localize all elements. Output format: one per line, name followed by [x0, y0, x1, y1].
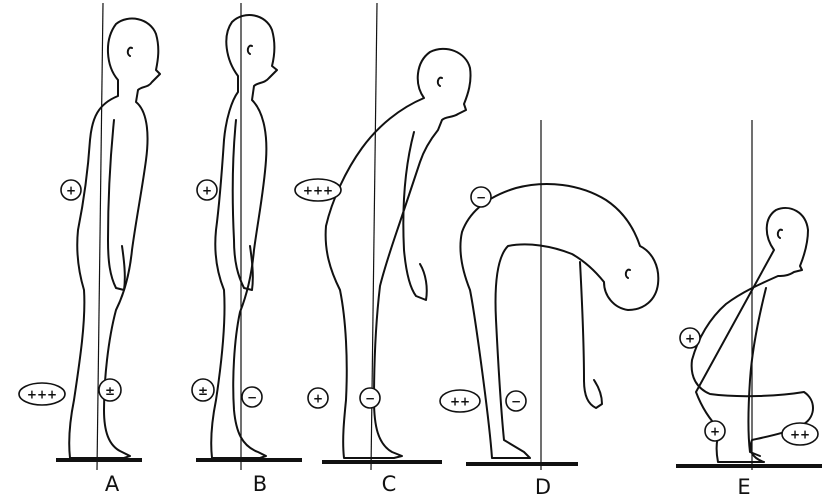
- marker: +++: [295, 179, 341, 201]
- marker-text: ++: [450, 395, 470, 409]
- panel-label-b: B: [253, 472, 267, 496]
- arm-c: [403, 132, 426, 300]
- figure-d: [460, 184, 658, 458]
- marker-text: ++: [790, 428, 810, 442]
- marker-text: ±: [105, 384, 115, 398]
- arm-d: [580, 262, 602, 408]
- marker: ++: [782, 423, 818, 445]
- marker-text: +: [313, 392, 323, 406]
- ear-e: [778, 230, 782, 238]
- marker: +++: [19, 383, 65, 405]
- marker: −: [506, 391, 526, 411]
- panel-d: [460, 120, 658, 470]
- marker: +: [680, 328, 700, 348]
- marker: +: [197, 180, 217, 200]
- ear-d: [626, 270, 630, 278]
- marker: −: [471, 187, 491, 207]
- marker: −: [360, 388, 380, 408]
- marker: +: [308, 388, 328, 408]
- arm-e: [749, 288, 767, 456]
- plumb-line-a: [97, 3, 103, 470]
- marker-text: +: [202, 184, 212, 198]
- marker-text: ±: [198, 384, 208, 398]
- ear-a: [128, 48, 132, 56]
- marker-text: +: [685, 332, 695, 346]
- panel-label-c: C: [382, 472, 397, 496]
- marker: ++: [440, 390, 480, 412]
- marker: +: [705, 421, 725, 441]
- marker: ±: [99, 379, 121, 401]
- marker-text: −: [247, 391, 257, 405]
- arm-a: [108, 120, 125, 290]
- ear-c: [438, 78, 442, 86]
- marker-text: +: [66, 184, 76, 198]
- arm-b: [233, 120, 253, 290]
- marker-text: −: [365, 392, 375, 406]
- marker-text: +: [710, 425, 720, 439]
- ear-b: [248, 46, 252, 54]
- marker: ±: [192, 379, 214, 401]
- marker-text: +++: [27, 388, 57, 402]
- marker-text: +++: [303, 184, 333, 198]
- panel-label-a: A: [105, 472, 120, 496]
- panel-e: [676, 120, 822, 470]
- marker-text: −: [476, 191, 486, 205]
- marker-text: −: [511, 395, 521, 409]
- panel-label-e: E: [737, 475, 750, 499]
- marker: +: [61, 180, 81, 200]
- marker: −: [242, 387, 262, 407]
- panel-label-d: D: [535, 475, 551, 499]
